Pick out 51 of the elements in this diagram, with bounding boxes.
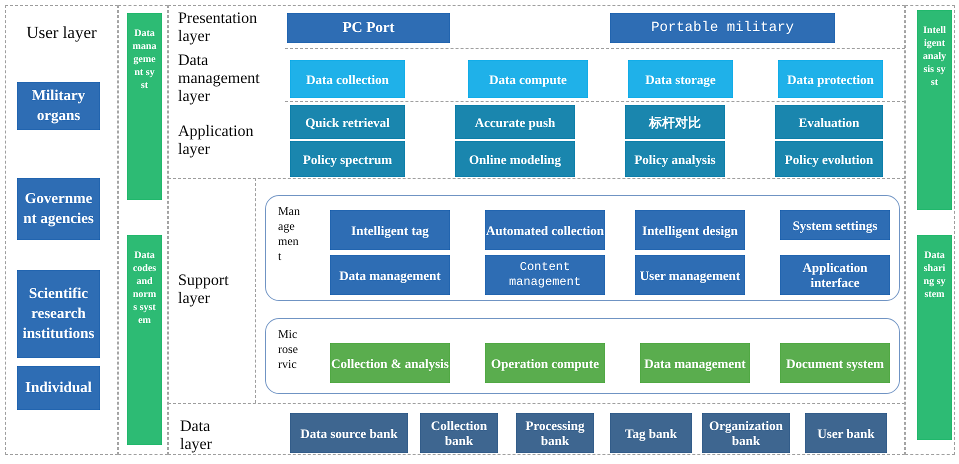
layer-label: Presentation layer [178, 10, 258, 46]
user-box: Government agencies [17, 178, 100, 240]
application-box: 标杆对比 [625, 105, 725, 139]
microservice-box: Data management [640, 343, 750, 383]
presentation-box: PC Port [287, 13, 450, 43]
layer-label: Data management layer [178, 52, 261, 106]
data-management-box: Data storage [628, 60, 733, 98]
group-title: User layer [25, 22, 98, 44]
group-title: Microservic [278, 327, 299, 372]
layer-label: Data layer [180, 418, 213, 454]
data-management-box: Data compute [468, 60, 588, 98]
data-bank-box: Collection bank [420, 413, 498, 453]
data-bank-box: User bank [805, 413, 887, 453]
support-group-panel [265, 318, 900, 394]
microservice-box: Collection & analysis [330, 343, 450, 383]
group-title: Management [278, 204, 300, 264]
support-group-panel [265, 195, 900, 301]
application-box: Policy spectrum [290, 141, 405, 177]
management-box: Content management [485, 255, 605, 295]
application-box: Online modeling [455, 141, 575, 177]
system-bar: Data sharing system [917, 235, 952, 440]
system-bar: Data management syst [127, 13, 162, 200]
application-box: Quick retrieval [290, 105, 405, 139]
presentation-box: Portable military [610, 13, 835, 43]
system-bar: Data codes and norms system [127, 235, 162, 445]
user-box: Military organs [17, 82, 100, 130]
data-bank-box: Data source bank [290, 413, 408, 453]
management-box: Intelligent design [635, 210, 745, 250]
management-box: User management [635, 255, 745, 295]
data-management-box: Data protection [778, 60, 883, 98]
microservice-box: Document system [780, 343, 890, 383]
data-bank-box: Tag bank [610, 413, 692, 453]
application-box: Policy evolution [775, 141, 883, 177]
layer-label: Application layer [178, 123, 255, 159]
data-bank-box: Organization bank [702, 413, 790, 453]
layer-label: Support layer [178, 272, 230, 308]
management-box: Application interface [780, 255, 890, 295]
user-box: Scientific research institutions [17, 270, 100, 358]
microservice-box: Operation compute [485, 343, 605, 383]
user-box: Individual [17, 366, 100, 410]
data-management-box: Data collection [290, 60, 405, 98]
management-box: System settings [780, 210, 890, 240]
data-bank-box: Processing bank [516, 413, 594, 453]
management-box: Intelligent tag [330, 210, 450, 250]
application-box: Evaluation [775, 105, 883, 139]
application-box: Accurate push [455, 105, 575, 139]
management-box: Automated collection [485, 210, 605, 250]
management-box: Data management [330, 255, 450, 295]
system-bar: Intelligent analysis syst [917, 10, 952, 210]
layer-panel [5, 5, 118, 455]
application-box: Policy analysis [625, 141, 725, 177]
